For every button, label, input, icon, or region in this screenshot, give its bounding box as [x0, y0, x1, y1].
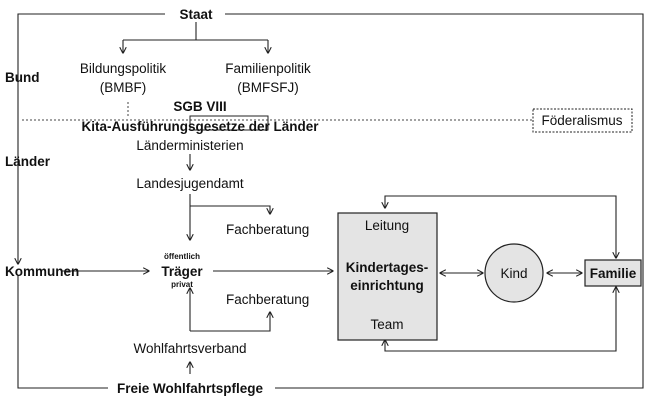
- familienpolitik-label: Familienpolitik: [225, 61, 311, 76]
- kita-name-line1: Kindertages-: [346, 260, 429, 275]
- foederalismus-label: Föderalismus: [541, 113, 622, 128]
- landesjugendamt-label: Landesjugendamt: [136, 176, 244, 191]
- staat-branch: [123, 22, 268, 53]
- bildungspolitik-label: Bildungspolitik: [80, 61, 167, 76]
- traeger-label: Träger: [161, 264, 203, 279]
- wohlfahrtsverband-label: Wohlfahrtsverband: [133, 341, 246, 356]
- oeffentlich-label: öffentlich: [164, 252, 200, 261]
- fachberatung-bottom-label: Fachberatung: [226, 292, 309, 307]
- team-label: Team: [370, 317, 403, 332]
- kind-label: Kind: [500, 266, 527, 281]
- federalism-divider: [22, 102, 532, 121]
- kita-box: [337, 212, 438, 341]
- outer-frame: [18, 13, 644, 389]
- privat-label: privat: [171, 280, 193, 289]
- feedback-loops: [385, 195, 616, 352]
- bund-label: Bund: [5, 70, 40, 85]
- kommunen-label: Kommunen: [5, 264, 79, 279]
- laender-label: Länder: [5, 154, 51, 169]
- kita-name-line2: einrichtung: [350, 278, 424, 293]
- sgb-bracket: [189, 115, 269, 131]
- laenderministerien-label: Länderministerien: [136, 138, 243, 153]
- familie-box: [584, 259, 642, 287]
- freie-wohlfahrtspflege-label: Freie Wohlfahrtspflege: [117, 381, 264, 396]
- staat-label: Staat: [179, 7, 213, 22]
- fachberatung-top-label: Fachberatung: [226, 222, 309, 237]
- bmbf-label: (BMBF): [100, 80, 147, 95]
- kita-gesetze-label: Kita-Ausführungsgesetze der Länder: [81, 119, 319, 134]
- bmfsfj-label: (BMFSFJ): [237, 80, 299, 95]
- chain-arrows: [62, 154, 333, 374]
- sgb-label: SGB VIII: [173, 99, 226, 114]
- familie-label: Familie: [590, 266, 637, 281]
- foederalismus-box: [532, 108, 633, 133]
- leitung-label: Leitung: [365, 218, 409, 233]
- kind-circle: [484, 243, 544, 303]
